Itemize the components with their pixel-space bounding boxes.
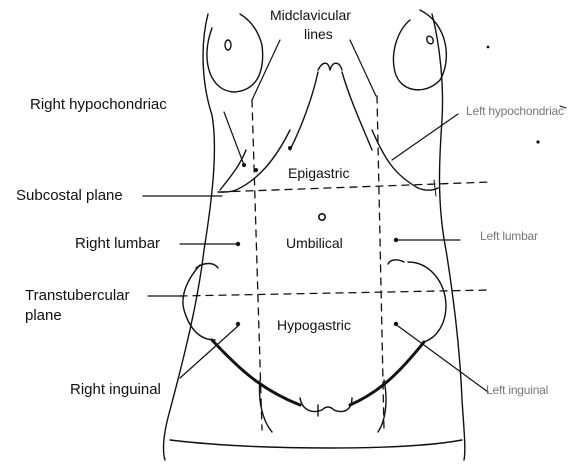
- iliac-inner-left: [196, 264, 218, 269]
- label-hypogastric: Hypogastric: [277, 318, 351, 333]
- iliac-crest-right: [408, 262, 446, 342]
- label-plane: plane: [25, 308, 62, 325]
- iliac-crest-left: [183, 265, 215, 340]
- lower-outline: [170, 440, 462, 448]
- dot-epigastric-right: [288, 146, 292, 150]
- label-right-lumbar: Right lumbar: [75, 236, 160, 253]
- right-nipple: [425, 35, 434, 45]
- label-left-lumbar: Left lumbar: [480, 230, 538, 243]
- dot-left-lumbar: [394, 238, 398, 242]
- torso-outline-left: [163, 14, 214, 460]
- leader-right-hypochondriac: [224, 112, 244, 165]
- inguinal-ligament-left: [212, 340, 300, 405]
- region-planes: [180, 96, 490, 430]
- transtubercular-plane-line: [180, 290, 490, 296]
- torso-outline-right: [432, 14, 465, 460]
- pubic-symphysis: [300, 398, 352, 412]
- umbilicus-icon: [319, 214, 325, 220]
- leader-midclavicular-right: [350, 40, 376, 96]
- right-edge-tick-1: [434, 180, 436, 196]
- stray-dot-1: [487, 46, 490, 49]
- dot-epigastric-left: [254, 168, 258, 172]
- leader-midclavicular-left: [252, 40, 280, 100]
- dot-right-hypochondriac: [242, 163, 246, 167]
- midclavicular-line-right: [377, 96, 384, 430]
- leader-lines: [143, 40, 488, 392]
- stray-dot-2: [536, 140, 539, 143]
- sternum-right: [342, 72, 372, 150]
- costal-margin-right: [372, 130, 438, 190]
- label-subcostal-plane: Subcostal plane: [16, 188, 123, 205]
- rib-left-2: [220, 150, 246, 190]
- sternum-left: [290, 72, 318, 150]
- label-epigastric: Epigastric: [288, 166, 349, 181]
- left-nipple: [225, 40, 231, 50]
- xiphoid-notch: [318, 63, 342, 70]
- label-left-inguinal: Left inguinal: [486, 384, 548, 397]
- region-dots: [236, 46, 540, 327]
- label-lines: lines: [304, 27, 333, 42]
- inguinal-ligament-right: [350, 342, 424, 405]
- label-transtubercular: Transtubercular: [25, 288, 130, 305]
- dot-right-inguinal: [236, 322, 240, 326]
- dot-left-inguinal: [394, 322, 398, 326]
- label-umbilical: Umbilical: [286, 236, 343, 251]
- label-right-inguinal: Right inguinal: [70, 382, 161, 399]
- dot-right-lumbar: [236, 242, 240, 246]
- label-right-hypochondriac: Right hypochondriac: [30, 97, 167, 114]
- iliac-inner-right: [388, 260, 404, 264]
- subcostal-plane-line: [220, 182, 490, 192]
- left-breast: [207, 14, 263, 92]
- label-midclavicular: Midclavicular: [270, 8, 351, 23]
- label-left-hypochondriac: Left hypochondriac: [466, 105, 564, 118]
- leader-left-hypochondriac: [392, 114, 458, 160]
